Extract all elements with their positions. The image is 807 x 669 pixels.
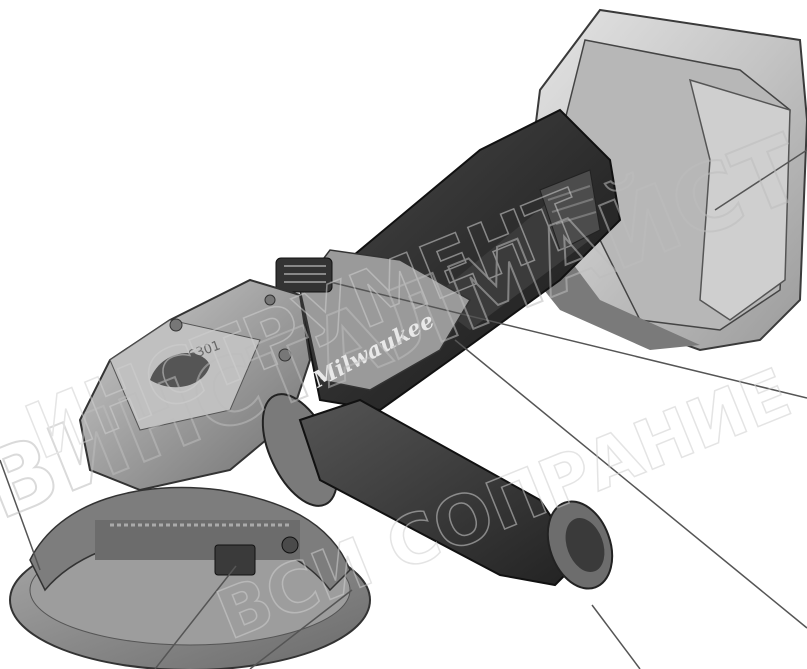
leader-line-housing: [454, 339, 807, 629]
leader-line-disc: [0, 459, 41, 571]
wheel-guard: [9, 486, 371, 669]
leader-line-battery: [714, 149, 807, 211]
leader-line-lever: [154, 565, 237, 669]
leader-lines: [0, 149, 807, 669]
guard-release-lever: [214, 544, 256, 576]
side-handle: [261, 393, 614, 590]
leader-line-handle: [591, 604, 641, 669]
screw-icon: [169, 318, 183, 332]
leader-line-switch: [329, 281, 807, 399]
screw-icon: [264, 294, 276, 306]
leader-line-guard: [249, 589, 353, 669]
screw-icon: [278, 348, 292, 362]
spindle-lock-button: [150, 353, 210, 388]
gear-head: 6301: [78, 278, 312, 492]
